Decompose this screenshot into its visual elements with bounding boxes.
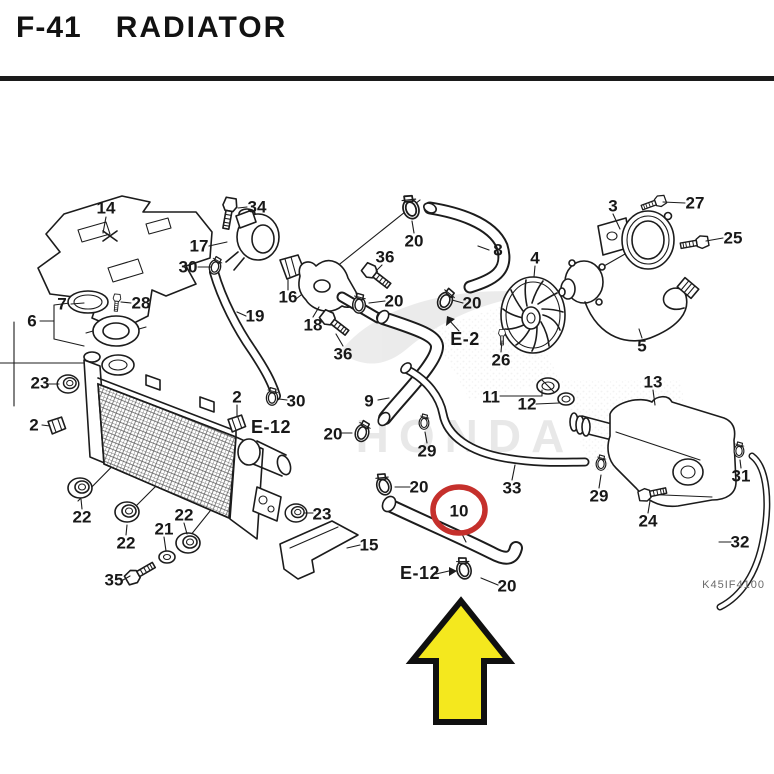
part-label-30: 30 (287, 392, 306, 411)
grommet-23-glyph (284, 503, 308, 523)
part-label-14: 14 (97, 199, 116, 218)
grommet-22-glyph (175, 532, 201, 554)
part-label-7: 7 (57, 295, 66, 314)
part-label-19: 19 (246, 307, 265, 326)
part-label-30: 30 (179, 258, 198, 277)
part-label-9: 9 (364, 392, 373, 411)
radiator-cap (67, 290, 147, 376)
part-label-6: 6 (27, 312, 36, 331)
part-label-15: 15 (360, 536, 379, 555)
clip-29-glyph (418, 413, 430, 430)
part-label-31: 31 (732, 467, 751, 486)
water-hose-9 (376, 309, 444, 427)
fan-motor (558, 259, 606, 306)
thermostat-hose (209, 267, 281, 401)
part-label-33: 33 (503, 479, 522, 498)
part-label-22: 22 (73, 508, 92, 527)
cooling-fan (500, 276, 566, 354)
drawing-code: K45IF4100 (702, 579, 765, 591)
part-label-36: 36 (376, 248, 395, 267)
part-label-18: 18 (304, 316, 323, 335)
page-header: F-41 RADIATOR (0, 0, 774, 82)
leader-lines (41, 201, 742, 586)
bolt-36-glyph (317, 307, 353, 340)
upper-radiator-hose (423, 201, 511, 294)
ref-label-E-12: E-12 (400, 563, 440, 583)
part-label-22: 22 (117, 534, 136, 553)
part-label-20: 20 (324, 425, 343, 444)
part-label-8: 8 (493, 241, 502, 260)
overflow-tube (716, 452, 771, 611)
ref-label-E-2: E-2 (450, 329, 480, 349)
part-label-29: 29 (418, 442, 437, 461)
thermostat-housing (225, 208, 280, 271)
grommet-22-glyph (67, 477, 93, 499)
part-label-27: 27 (686, 194, 705, 213)
clip-29-glyph (595, 454, 607, 471)
bolt-27-glyph (639, 193, 668, 214)
part-label-35: 35 (105, 571, 124, 590)
lower-bracket-plate (279, 520, 359, 580)
page-code: F-41 (16, 11, 82, 44)
part-label-16: 16 (279, 288, 298, 307)
clamp-20-glyph (397, 192, 423, 222)
part-label-34: 34 (248, 198, 267, 217)
e12-arrowhead (449, 567, 457, 576)
part-label-20: 20 (463, 294, 482, 313)
part-label-26: 26 (492, 351, 511, 370)
header-divider (0, 76, 774, 81)
part-label-25: 25 (724, 229, 743, 248)
part-label-5: 5 (637, 337, 646, 356)
grommet-22-glyph (114, 501, 140, 523)
page-title: RADIATOR (115, 11, 288, 44)
grommet-23-glyph (56, 374, 80, 394)
part-label-20: 20 (405, 232, 424, 251)
clamp-31-glyph (733, 441, 745, 458)
bolt-35-glyph (122, 558, 159, 588)
part-label-22: 22 (175, 506, 194, 525)
part-label-20: 20 (385, 292, 404, 311)
radiator (83, 351, 292, 540)
clamp-20-glyph (351, 292, 367, 314)
pointer-arrow (405, 596, 516, 725)
part-label-17: 17 (190, 237, 209, 256)
part-label-12: 12 (518, 395, 537, 414)
highlight-circle (430, 484, 488, 536)
clamp-30-glyph (265, 386, 279, 406)
part-label-4: 4 (530, 249, 540, 268)
part-label-23: 23 (313, 505, 332, 524)
reserve-tank (536, 377, 737, 508)
ref-label-E-12: E-12 (251, 417, 291, 437)
part-label-36: 36 (334, 345, 353, 364)
part-label-32: 32 (731, 533, 750, 552)
part-label-28: 28 (132, 294, 151, 313)
clamp-20-glyph (372, 470, 395, 498)
lower-radiator-hose (381, 495, 523, 565)
part-label-10: 10 (450, 502, 469, 521)
fan-shroud (597, 210, 675, 270)
part-label-13: 13 (644, 373, 663, 392)
motor-wire (584, 276, 700, 342)
part-label-2: 2 (29, 416, 38, 435)
part-label-24: 24 (639, 512, 658, 531)
part-label-29: 29 (590, 487, 609, 506)
part-label-11: 11 (482, 388, 500, 407)
part-label-23: 23 (31, 374, 50, 393)
siphon-hose (400, 362, 590, 467)
part-label-2: 2 (232, 388, 241, 407)
part-label-20: 20 (498, 577, 517, 596)
bolt-34-glyph (218, 196, 239, 231)
clamp-20-glyph (453, 554, 474, 582)
clip-2-glyph (46, 415, 67, 436)
bolt-25-glyph (678, 233, 711, 253)
washer-21-glyph (158, 550, 176, 564)
e2-arrowhead (446, 316, 455, 326)
part-label-21: 21 (155, 520, 174, 539)
part-label-20: 20 (410, 478, 429, 497)
part-label-3: 3 (608, 197, 617, 216)
